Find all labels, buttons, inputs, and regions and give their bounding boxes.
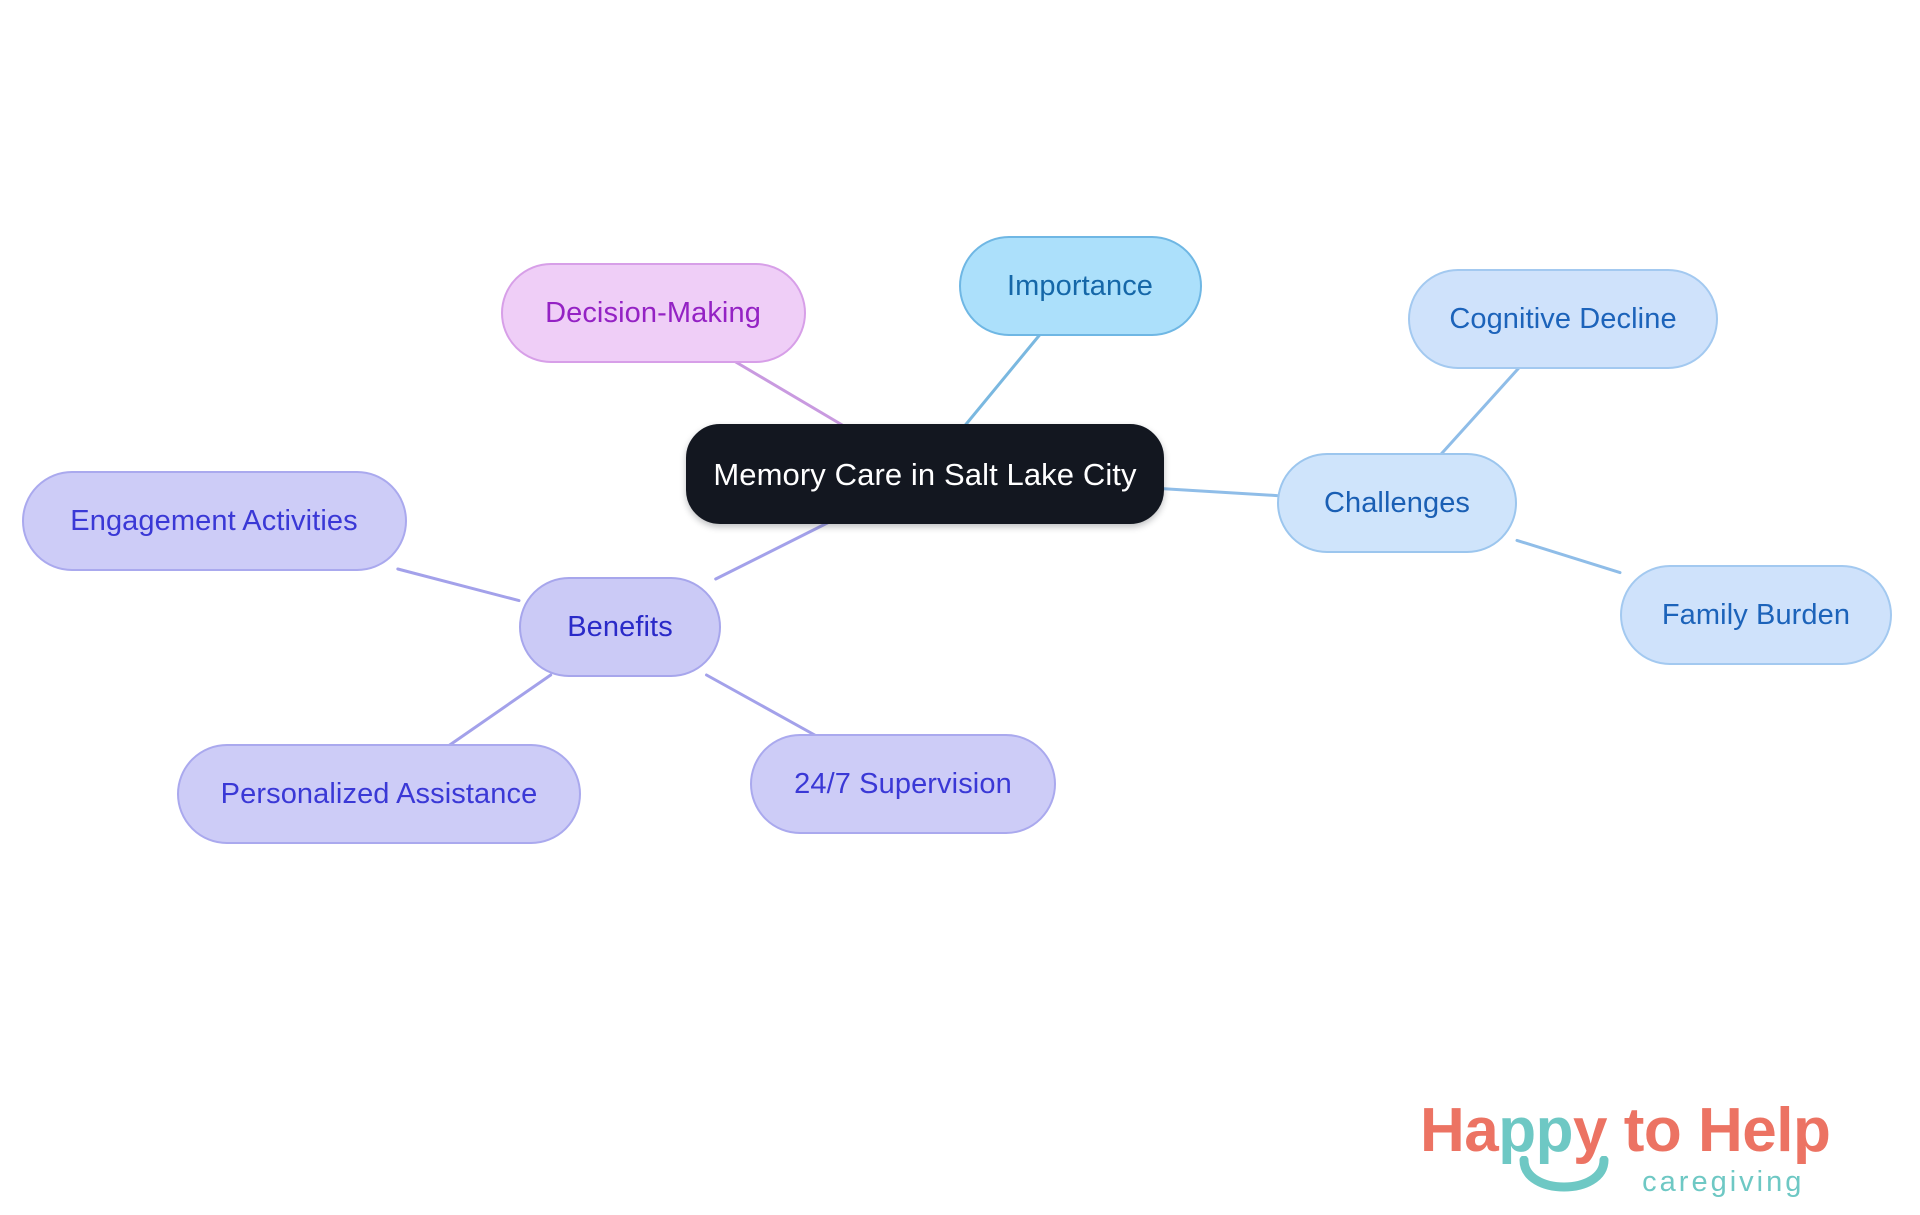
edge-root-challenges: [1162, 487, 1279, 498]
mindmap-node-personalized-assistance[interactable]: Personalized Assistance: [177, 744, 581, 844]
edge-benefits-engagement-activities: [396, 567, 521, 603]
logo-text-tohelp: to Help: [1623, 1096, 1831, 1165]
logo-text-to-help: [1607, 1096, 1624, 1165]
edge-challenges-family-burden: [1515, 538, 1622, 575]
mindmap-node-label: 24/7 Supervision: [794, 767, 1012, 800]
mindmap-node-label: Benefits: [567, 610, 673, 643]
edge-challenges-cognitive-decline: [1438, 365, 1522, 457]
mindmap-node-label: Personalized Assistance: [220, 777, 538, 810]
logo-tagline: caregiving: [1642, 1166, 1805, 1198]
edge-root-benefits: [714, 520, 831, 581]
mindmap-node-label: Importance: [1006, 269, 1154, 302]
mindmap-node-label: Memory Care in Salt Lake City: [713, 456, 1137, 492]
mindmap-node-label: Engagement Activities: [70, 504, 358, 537]
mindmap-node-decision-making[interactable]: Decision-Making: [500, 263, 806, 363]
edge-root-decision-making: [732, 359, 846, 428]
logo-text-pp: pp: [1498, 1096, 1574, 1165]
mindmap-node-label: Family Burden: [1661, 598, 1851, 631]
mindmap-node-24-7-supervision[interactable]: 24/7 Supervision: [750, 734, 1056, 834]
mindmap-node-challenges[interactable]: Challenges: [1277, 453, 1517, 553]
logo-text-ha: Ha: [1420, 1096, 1499, 1165]
edge-root-importance: [963, 332, 1042, 428]
smile-icon: [1519, 1156, 1609, 1192]
edge-benefits-personalized-assistance: [446, 673, 553, 748]
mindmap-node-label: Decision-Making: [545, 296, 761, 329]
mindmap-node-label: Cognitive Decline: [1449, 302, 1677, 335]
logo-text-y: y: [1573, 1096, 1607, 1165]
brand-logo: Happy to Help caregiving: [1420, 1100, 1831, 1198]
mindmap-node-engagement-activities[interactable]: Engagement Activities: [21, 471, 407, 571]
mindmap-node-benefits[interactable]: Benefits: [519, 577, 721, 677]
mindmap-node-label: Challenges: [1323, 486, 1471, 519]
mindmap-node-importance[interactable]: Importance: [958, 236, 1202, 336]
logo-wordmark: Happy to Help: [1420, 1100, 1831, 1162]
edge-benefits-24-7-supervision: [705, 673, 818, 738]
mindmap-node-cognitive-decline[interactable]: Cognitive Decline: [1408, 269, 1718, 369]
mindmap-node-family-burden[interactable]: Family Burden: [1620, 565, 1892, 665]
mindmap-node-root[interactable]: Memory Care in Salt Lake City: [686, 424, 1164, 524]
